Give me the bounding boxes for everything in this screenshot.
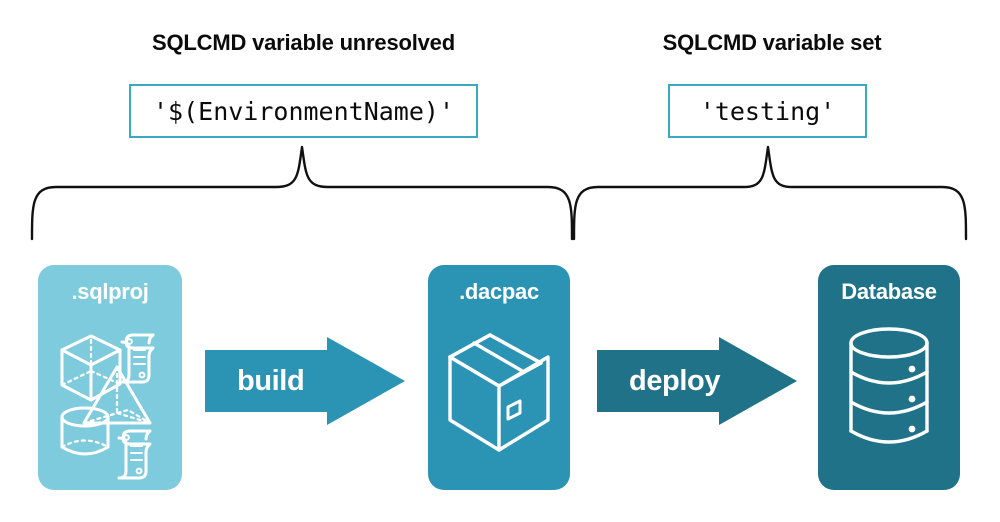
value-box-testing: 'testing' — [668, 84, 867, 138]
heading-sqlcmd-variable-set: SQLCMD variable set — [662, 30, 882, 55]
database-stack-icon — [849, 327, 929, 444]
brace-left — [30, 145, 574, 241]
scroll-script-icon — [117, 429, 152, 480]
arrow-build: build — [205, 337, 405, 425]
cylinder-wireframe-icon — [60, 406, 110, 456]
sqlproj-artwork — [60, 333, 155, 480]
heading-sqlcmd-variable-unresolved: SQLCMD variable unresolved — [152, 30, 455, 55]
arrow-deploy-shape — [597, 337, 797, 425]
package-box-icon — [448, 333, 550, 452]
card-dacpac-label: .dacpac — [459, 279, 539, 304]
scroll-script-icon — [120, 333, 155, 384]
card-dacpac: .dacpac — [428, 265, 570, 490]
arrow-build-shape — [205, 337, 405, 425]
cube-wireframe-icon — [60, 334, 122, 402]
value-box-environment-name: '$(EnvironmentName)' — [129, 84, 478, 138]
arrow-deploy: deploy — [597, 337, 797, 425]
card-sqlproj-label: .sqlproj — [71, 279, 149, 304]
database-status-dots — [908, 365, 916, 433]
card-database-label: Database — [841, 279, 937, 304]
card-database: Database — [818, 265, 960, 490]
card-sqlproj: .sqlproj — [38, 265, 182, 490]
database-artwork — [849, 327, 929, 444]
dacpac-artwork — [448, 333, 550, 452]
pyramid-wireframe-icon — [82, 365, 152, 425]
brace-right — [572, 145, 968, 241]
